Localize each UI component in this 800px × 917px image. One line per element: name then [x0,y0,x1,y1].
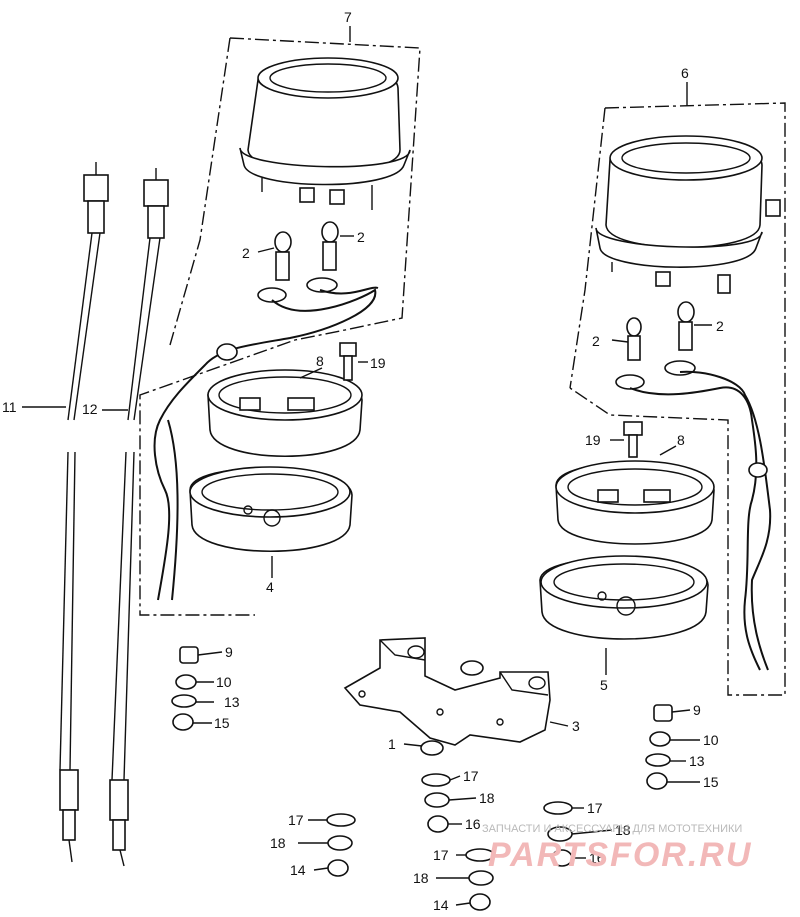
hardware-stack-center-a [421,773,451,833]
callout-9: 9 [693,702,701,718]
callout-18: 18 [615,822,631,838]
callout-10: 10 [216,674,232,690]
speedometer-cable-11 [59,162,109,863]
callout-14: 14 [433,897,449,913]
lower-case-4-left [189,466,353,552]
callout-8: 8 [316,353,324,369]
callout-2: 2 [357,229,365,245]
housing-ring-8-left [207,369,363,457]
callout-2: 2 [242,245,250,261]
housing-ring-8-right [555,460,715,545]
bolt-19-left [339,342,357,381]
callout-13: 13 [224,694,240,710]
callout-2: 2 [592,333,600,349]
callout-2: 2 [716,318,724,334]
callout-5: 5 [600,677,608,693]
callout-17: 17 [433,847,449,863]
assembly-6-boundary [569,102,786,696]
lower-case-5-right [539,555,709,640]
hardware-stack-left [171,646,199,731]
callout-6: 6 [681,65,689,81]
callout-10: 10 [703,732,719,748]
callout-15: 15 [703,774,719,790]
callout-19: 19 [370,355,386,371]
callout-18: 18 [270,835,286,851]
callout-13: 13 [689,753,705,769]
callout-14: 14 [290,862,306,878]
callout-7: 7 [344,9,352,25]
watermark-caption: ЗАПЧАСТИ И АКСЕССУАРЫ ДЛЯ МОТОТЕХНИКИ [482,823,742,835]
callout-17: 17 [288,812,304,828]
bulb-socket-right-b [664,301,696,376]
watermark: ЗАПЧАСТИ И АКСЕССУАРЫ ДЛЯ МОТОТЕХНИКИ PA… [482,823,752,874]
callout-18: 18 [413,870,429,886]
callout-16: 16 [465,816,481,832]
callout-11: 11 [2,399,17,415]
callout-18: 18 [479,790,495,806]
bulb-socket-left-b [306,221,339,293]
callout-12: 12 [82,401,98,417]
callout-3: 3 [572,718,580,734]
leader-lines [22,26,712,906]
callout-17: 17 [463,768,479,784]
callout-9: 9 [225,644,233,660]
hardware-stack-lower-left [326,813,356,877]
callout-15: 15 [214,715,230,731]
watermark-logo: PARTSFOR.RU [488,836,752,874]
callout-4: 4 [266,579,274,595]
gauge-6-tachometer [595,135,781,294]
bulb-socket-right-a [615,317,645,390]
callout-labels: 7 6 2 2 2 2 8 8 19 19 4 5 11 12 9 10 13 … [2,9,724,913]
hardware-stack-right [645,704,673,790]
bulb-socket-left-a [257,231,292,303]
callout-1: 1 [388,736,396,752]
callout-17: 17 [587,800,603,816]
callout-8: 8 [677,432,685,448]
callout-19: 19 [585,432,601,448]
bolt-19-right [623,421,643,458]
tachometer-cable-12 [109,168,169,867]
gauge-7-speedometer [239,57,411,210]
mounting-bracket-3 [343,637,551,756]
callout-16: 16 [589,850,605,866]
assembly-7-boundary [139,37,421,616]
